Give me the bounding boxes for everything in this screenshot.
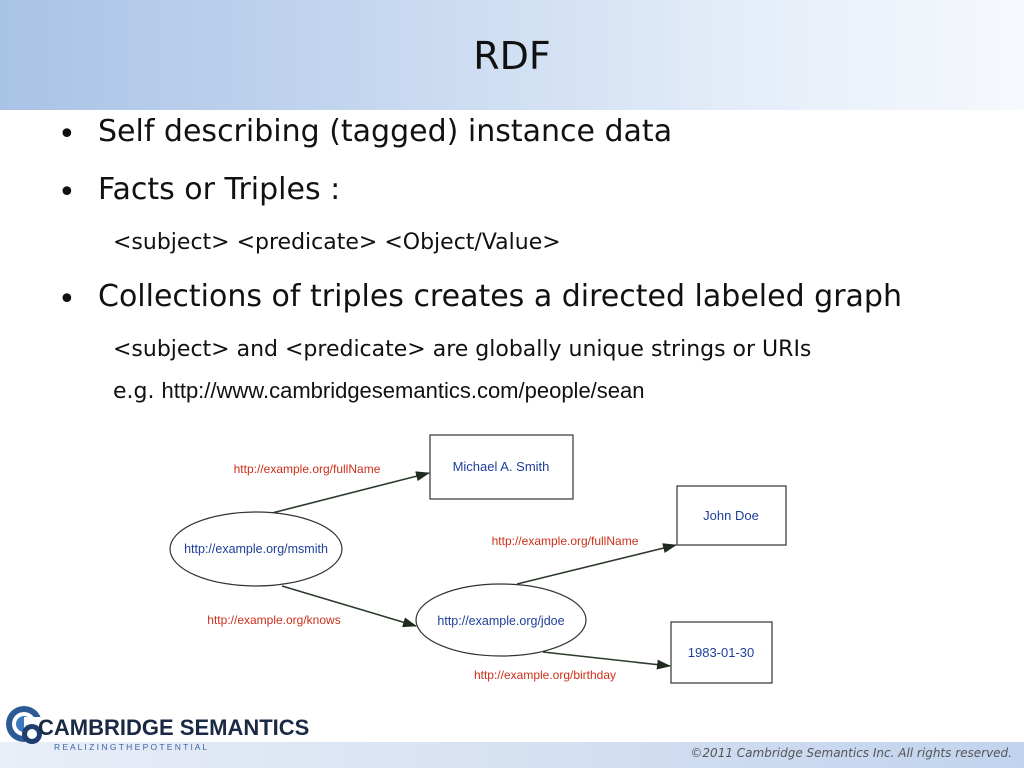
node-msmith — [169, 511, 343, 587]
edge-knows-label: http://example.org/knows — [207, 613, 340, 627]
bullet-facts-triples: Facts or Triples : — [98, 172, 341, 207]
node-birthday-label: 1983-01-30 — [688, 645, 755, 660]
logo-tagline: R E A L I Z I N G T H E P O T E N T I A … — [54, 742, 207, 752]
node-jdoe-label: http://example.org/jdoe — [437, 614, 564, 628]
edge-birthday-label: http://example.org/birthday — [474, 668, 616, 682]
sub-bullet-uris: <subject> and <predicate> are globally u… — [113, 337, 812, 362]
bullet-self-describing: Self describing (tagged) instance data — [98, 114, 673, 149]
bullet-marker: • — [58, 175, 76, 210]
cambridge-semantics-logo: CAMBRIDGE SEMANTICS R E A L I Z I N G T … — [6, 706, 309, 752]
bullet-marker: • — [58, 282, 76, 317]
edge-fullname-label: http://example.org/fullName — [234, 462, 381, 476]
node-michael-smith — [429, 434, 574, 500]
edge-msmith-knows — [281, 585, 417, 628]
bullet-list: • Self describing (tagged) instance data… — [58, 114, 902, 404]
slide-title: RDF — [473, 34, 551, 78]
copyright-notice: ©2011 Cambridge Semantics Inc. All right… — [690, 746, 1012, 760]
node-michael-label: Michael A. Smith — [453, 459, 550, 474]
sub-bullet-example: e.g. http://www.cambridgesemantics.com/p… — [113, 378, 645, 404]
node-john-label: John Doe — [703, 508, 759, 523]
edge-msmith-fullname — [271, 471, 430, 514]
bullet-marker: • — [58, 117, 76, 152]
edge-jdoe-fullname — [516, 543, 677, 585]
logo-emblem-icon — [6, 706, 44, 744]
node-msmith-label: http://example.org/msmith — [184, 542, 328, 556]
edge-jdoe-birthday — [542, 651, 671, 670]
sub-bullet-triple-form: <subject> <predicate> <Object/Value> — [113, 230, 561, 255]
node-john-doe — [676, 485, 787, 546]
example-prefix: e.g. — [113, 379, 162, 404]
node-jdoe — [415, 583, 587, 657]
footer-band — [0, 742, 1024, 768]
example-url: http://www.cambridgesemantics.com/people… — [161, 378, 645, 403]
edge-fullname-label: http://example.org/fullName — [492, 534, 639, 548]
title-band — [0, 0, 1024, 110]
node-birthday-value — [670, 621, 773, 684]
logo-wordmark: CAMBRIDGE SEMANTICS — [38, 715, 309, 740]
bullet-collections: Collections of triples creates a directe… — [98, 279, 902, 314]
